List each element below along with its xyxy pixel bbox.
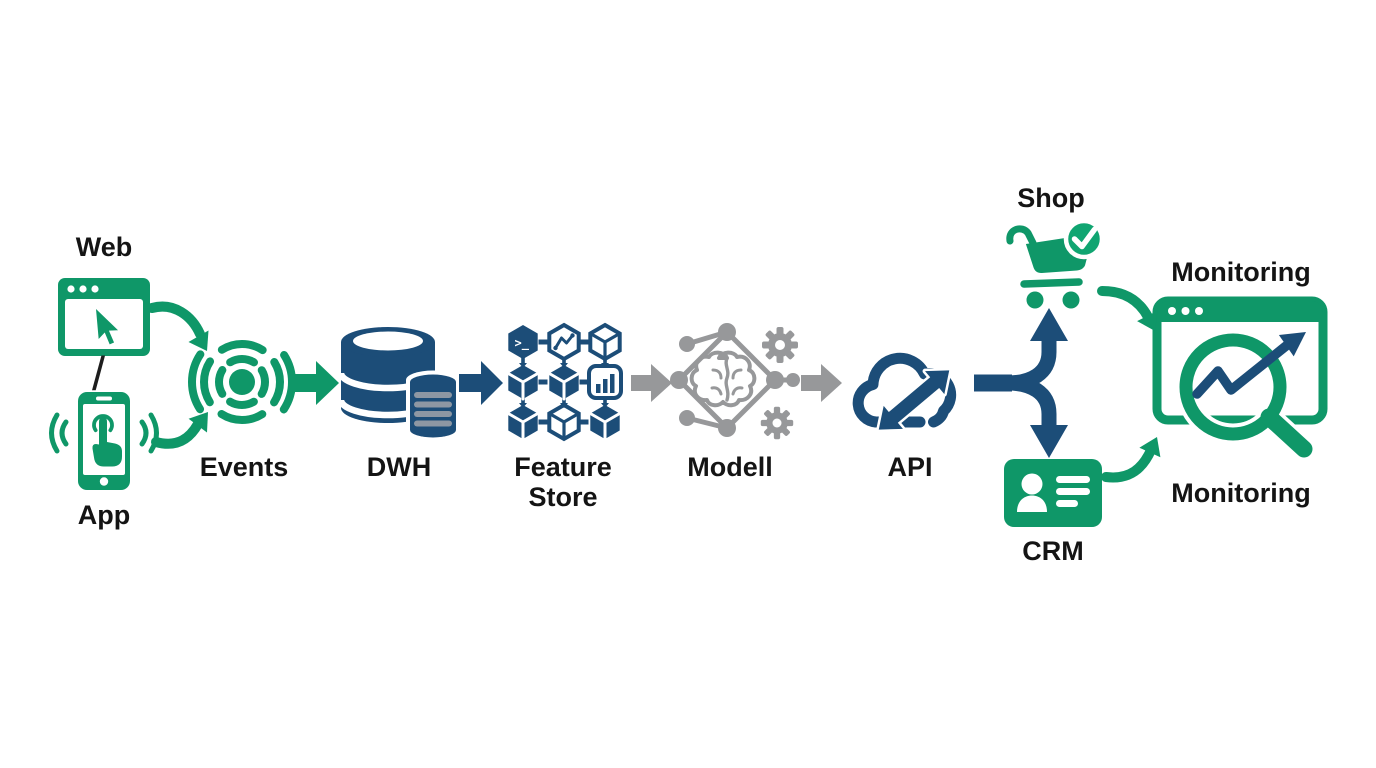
brain-icon xyxy=(689,350,757,408)
arrow-crm-to-monitoring xyxy=(1101,437,1161,483)
arrow-feature-store-to-model xyxy=(631,364,672,402)
trend-arrow-icon xyxy=(1192,332,1306,399)
small-cylinder xyxy=(406,370,460,442)
crm-label: CRM xyxy=(1022,536,1084,566)
feature-grid-icon: >_ xyxy=(506,323,623,441)
bar-chart-cell xyxy=(587,364,623,400)
fork-api-to-shop-crm xyxy=(974,308,1068,458)
wave-right-outer xyxy=(148,412,159,454)
arrow-dwh-to-feature-store xyxy=(459,361,503,405)
wave-left-inner xyxy=(59,419,69,447)
arrow-web-to-events xyxy=(147,301,209,351)
monitoring-label-bottom: Monitoring xyxy=(1171,478,1311,508)
feature-store-label: Feature Store xyxy=(514,452,612,512)
dwh-label: DWH xyxy=(366,452,432,482)
events-label: Events xyxy=(199,452,289,482)
cloud-sync-arrows-icon xyxy=(852,352,957,433)
smartphone-tap-icon xyxy=(49,392,159,490)
web-label: Web xyxy=(75,232,133,262)
contact-card-icon xyxy=(1004,459,1102,527)
fork-arrowhead-up xyxy=(1030,308,1068,341)
browser-cursor-icon xyxy=(58,278,150,356)
brain-network-gears-icon xyxy=(670,323,800,440)
arrow-events-to-dwh xyxy=(292,361,339,405)
arrow-shop-to-monitoring xyxy=(1097,286,1158,331)
radar-pulse-icon xyxy=(188,328,296,436)
terminal-glyph: >_ xyxy=(515,336,530,351)
arrow-app-to-events xyxy=(151,412,208,449)
api-label: API xyxy=(887,452,933,482)
shop-label: Shop xyxy=(1017,183,1085,213)
wave-left-outer xyxy=(49,412,60,454)
shopping-cart-check-icon xyxy=(1006,218,1105,309)
cursor-arrow-icon xyxy=(96,309,119,345)
check-badge-icon xyxy=(1063,218,1105,260)
magnifier-icon xyxy=(1175,329,1316,461)
app-label: App xyxy=(77,500,131,530)
web-app-separator: / xyxy=(92,347,106,400)
fork-arrowhead-down xyxy=(1030,425,1068,458)
arrow-model-to-api xyxy=(801,364,842,402)
gear-icon xyxy=(762,327,798,363)
model-label: Modell xyxy=(687,452,773,482)
database-cylinders-icon xyxy=(337,327,460,442)
monitoring-label-top: Monitoring xyxy=(1171,257,1311,287)
wave-right-inner xyxy=(139,419,149,447)
browser-magnifier-chart-icon xyxy=(1152,296,1328,461)
tap-finger-icon xyxy=(92,414,122,467)
two-way-arrow-icon xyxy=(876,367,952,433)
gear-icon xyxy=(760,406,794,440)
